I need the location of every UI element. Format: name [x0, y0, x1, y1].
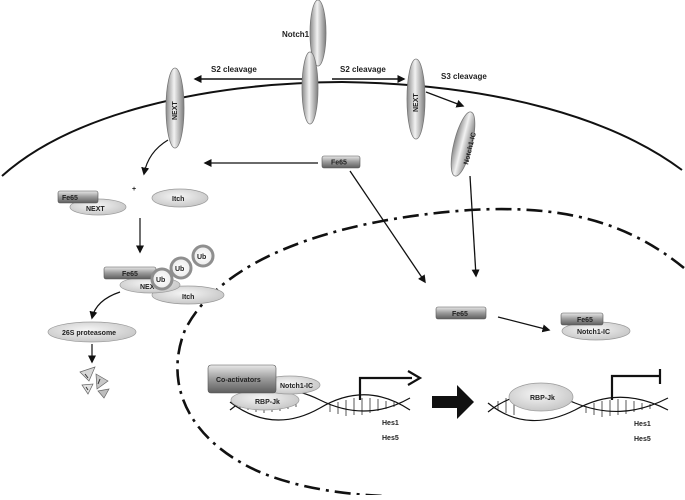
cell-membrane — [1, 80, 683, 177]
rbpjk-active-label: RBP-Jk — [255, 399, 280, 406]
ub-label-1: Ub — [156, 277, 165, 284]
ub-label-3: Ub — [197, 254, 206, 261]
next-membrane-left-label: NEXT — [172, 101, 179, 120]
rbpjk-repressed — [508, 382, 574, 412]
transcription-arrowhead — [407, 370, 423, 386]
itch-complex2-label: Itch — [182, 294, 194, 301]
fe65-complex2-label: Fe65 — [122, 271, 138, 278]
s2-cleavage-left-label: S2 cleavage — [211, 65, 257, 74]
fe65-membrane — [321, 155, 361, 169]
fragment-mark-2 — [97, 378, 101, 385]
next-to-complex-arrow — [141, 139, 169, 176]
s3-cleavage-arrow — [425, 91, 465, 108]
itch-free-label: Itch — [172, 196, 184, 203]
coactivators-label: Co-activators — [216, 377, 261, 384]
notch1-receptor-bottom — [301, 51, 319, 125]
fe65-nuclear-complex-label: Fe65 — [577, 317, 593, 324]
fragment-mark-1 — [84, 373, 89, 379]
ub-label-2: Ub — [175, 266, 184, 273]
fe65-complex1 — [57, 190, 99, 204]
s3-cleavage-label: S3 cleavage — [441, 72, 487, 81]
transition-arrow — [432, 385, 474, 419]
fragment-2 — [95, 373, 109, 390]
plus-sign: + — [132, 186, 136, 193]
hes5-repressed-label: Hes5 — [634, 436, 651, 443]
fe65-nuclear-label: Fe65 — [452, 311, 468, 318]
ub-circle-1 — [150, 267, 174, 291]
next-membrane-right-label: NEXT — [413, 93, 420, 112]
fe65-nuclear — [435, 306, 487, 320]
transcription-start-arrow — [358, 376, 412, 400]
fe65-to-complex-arrow — [497, 316, 551, 333]
proteasome-label: 26S proteasome — [62, 330, 116, 337]
rbpjk-repressed-label: RBP-Jk — [530, 395, 555, 402]
itch-free — [151, 188, 209, 208]
notch1-receptor-top — [309, 0, 327, 67]
ub-circle-3 — [191, 244, 215, 268]
complex2-to-proteasome-arrow — [89, 291, 121, 320]
notch1-label: Notch1 — [282, 30, 310, 39]
fe65-to-nucleus-arrow — [349, 170, 426, 284]
proteasome — [47, 321, 137, 343]
notch1-ic-free — [450, 111, 476, 177]
dna-strand-repressed-2 — [487, 396, 669, 421]
s2-cleavage-right-label: S2 cleavage — [340, 65, 386, 74]
dna-rungs-repressed — [497, 396, 651, 417]
next-membrane-right — [406, 58, 426, 140]
ubiquitin-chain: Ub Ub Ub — [150, 244, 215, 291]
notch1-ic-nuclear-complex-label: Notch1-IC — [577, 329, 610, 336]
fe65-complex1-label: Fe65 — [62, 195, 78, 202]
dna-strand-active-2 — [229, 394, 411, 421]
notch1-ic-active-label: Notch1-IC — [280, 383, 313, 390]
repression-symbol — [610, 369, 662, 400]
next-complex1-label: NEXT — [86, 206, 105, 213]
hes1-active-label: Hes1 — [382, 420, 399, 427]
degraded-fragments — [79, 366, 110, 399]
next-membrane-left — [165, 67, 185, 149]
ub-circle-2 — [169, 256, 193, 280]
notch1-ic-to-nucleus-arrow — [469, 175, 480, 278]
fragment-4 — [97, 388, 110, 399]
hes1-repressed-label: Hes1 — [634, 421, 651, 428]
fe65-membrane-label: Fe65 — [331, 160, 347, 167]
next-complex2-label: NEXT — [140, 284, 159, 291]
coactivators — [207, 364, 277, 394]
fragment-1 — [79, 366, 96, 382]
hes5-active-label: Hes5 — [382, 435, 399, 442]
fragment-mark-3 — [85, 386, 89, 391]
fe65-nuclear-complex — [560, 312, 604, 326]
nuclear-envelope — [176, 207, 685, 498]
